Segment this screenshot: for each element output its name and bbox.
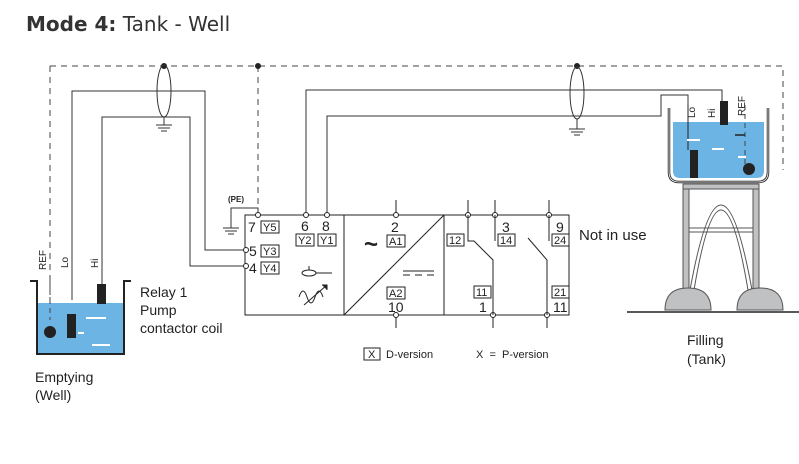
ground-icon (156, 117, 172, 132)
power-diagonal (343, 214, 445, 316)
cable-shield (569, 66, 585, 120)
terminal-5-num: 5 (249, 243, 257, 259)
well-caption-2: (Well) (35, 387, 71, 403)
junction-dot (255, 63, 261, 69)
tank-label-lo: Lo (687, 106, 698, 118)
junction-dot (161, 63, 167, 69)
pe-ground-icon (223, 207, 259, 235)
sensitivity-adjust-icon (298, 284, 328, 306)
level-probe-icon (301, 266, 332, 277)
terminal-11-code: 21 (554, 287, 566, 299)
terminal-8-num: 8 (322, 218, 330, 234)
terminal-1-code: 11 (476, 287, 487, 299)
page-title: Mode 4: Tank - Well (26, 12, 230, 36)
tank-cable (305, 89, 723, 214)
ground-icon (569, 119, 585, 136)
terminal-10-code: A2 (389, 288, 402, 300)
ref-electrode-icon (743, 163, 755, 175)
dc-symbol (403, 270, 434, 276)
terminal-6-num: 6 (301, 218, 309, 234)
terminal-2-num: 2 (391, 219, 399, 235)
terminal-12-code: 12 (449, 235, 461, 247)
terminal-7-code: Y5 (263, 222, 276, 234)
terminal-11-num: 11 (553, 299, 568, 315)
hi-probe-icon (97, 284, 106, 304)
tank-caption-2: (Tank) (687, 351, 726, 367)
ac-symbol: ~ (364, 231, 378, 258)
terminal-5-code: Y3 (263, 246, 276, 258)
well-label-ref: REF (38, 250, 49, 270)
relay-note-3: contactor coil (140, 320, 222, 336)
terminal-2-code: A1 (389, 236, 402, 248)
relay-module (443, 214, 570, 316)
relay-contacts (467, 215, 550, 315)
terminal-3-num: 3 (502, 219, 510, 235)
well-container (30, 280, 131, 355)
well-label-hi: Hi (90, 259, 101, 268)
tank-label-hi: Hi (707, 109, 718, 118)
terminal-8-code: Y1 (320, 235, 333, 247)
terminal-9-num: 9 (556, 219, 564, 235)
hi-probe-icon (720, 101, 728, 125)
title-mode: Mode 4: (26, 12, 117, 36)
terminal-4-code: Y4 (263, 263, 276, 275)
terminal-7-num: 7 (248, 219, 256, 235)
relay-note-2: Pump (140, 302, 177, 318)
legend-d-version: D-version (386, 349, 433, 361)
legend-boxed-x: X (368, 349, 376, 361)
terminal-1-num: 1 (479, 299, 487, 315)
well-cable (71, 90, 246, 300)
water-tower (627, 101, 799, 313)
tower-frame (682, 183, 760, 301)
terminal-3-code: 14 (500, 235, 512, 247)
legend-p-version: X = P-version (476, 349, 548, 361)
lo-probe-icon (690, 150, 698, 178)
well-label-lo: Lo (60, 256, 71, 268)
terminal-10-num: 10 (388, 299, 404, 315)
tank-label-ref: REF (737, 96, 748, 116)
not-in-use-label: Not in use (579, 227, 647, 244)
terminal-4-num: 4 (249, 260, 257, 276)
ref-dashed-line (49, 65, 784, 320)
terminal-9-code: 24 (554, 235, 566, 247)
title-text: Tank - Well (116, 12, 231, 36)
relay-note-1: Relay 1 (140, 284, 188, 300)
terminal-6-code: Y2 (298, 235, 311, 247)
tank-caption-1: Filling (687, 332, 724, 348)
lo-probe-icon (67, 314, 76, 338)
pe-label: (PE) (228, 195, 244, 204)
ref-electrode-icon (44, 326, 56, 338)
well-caption-1: Emptying (35, 369, 93, 385)
